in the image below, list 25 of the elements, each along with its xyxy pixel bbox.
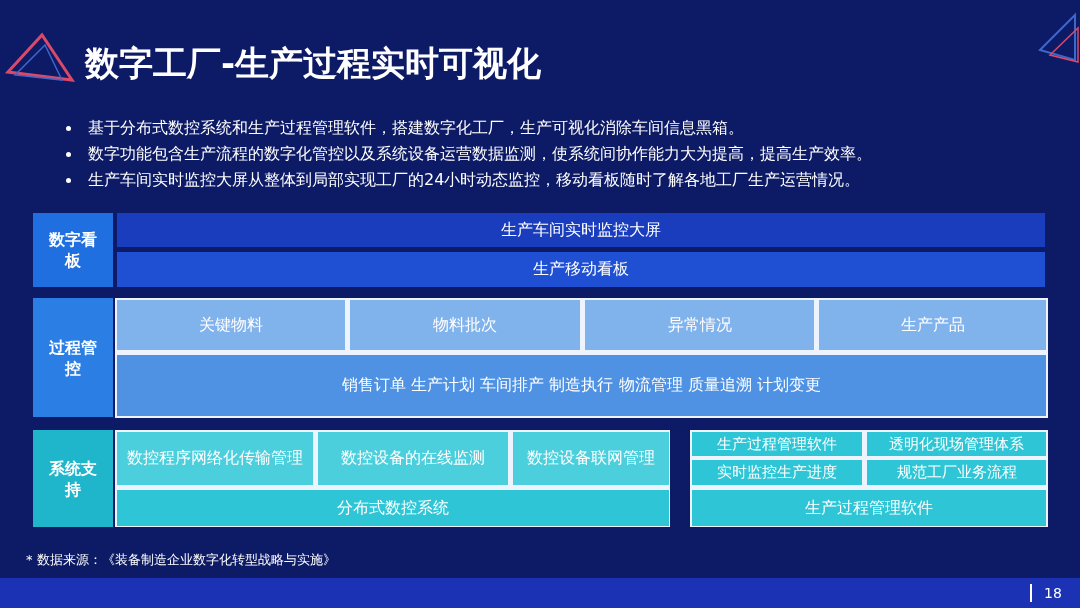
module-box: 分布式数控系统 <box>117 490 669 526</box>
bullet-text: 基于分布式数控系统和生产过程管理软件，搭建数字化工厂，生产可视化消除车间信息黑箱。 <box>88 117 744 139</box>
module-box: 销售订单 生产计划 车间排产 制造执行 物流管理 质量追溯 计划变更 <box>117 355 1046 416</box>
module-box: 物料批次 <box>350 300 580 350</box>
module-box: 实时监控生产进度 <box>692 460 862 485</box>
module-box: 生产车间实时监控大屏 <box>117 213 1045 247</box>
module-box: 异常情况 <box>585 300 814 350</box>
module-box: 数控设备的在线监测 <box>318 432 508 485</box>
source-note: * 数据来源：《装备制造企业数字化转型战略与实施》 <box>26 551 336 569</box>
section-label: 过程管控 <box>33 298 113 417</box>
page-number: 18 <box>1044 584 1062 603</box>
bullet-text: 生产车间实时监控大屏从整体到局部实现工厂的24小时动态监控，移动看板随时了解各地工厂生产运营情况。 <box>88 169 861 191</box>
module-box: 规范工厂业务流程 <box>867 460 1046 485</box>
module-box: 关键物料 <box>117 300 345 350</box>
section-label: 数字看板 <box>33 213 113 287</box>
module-box: 生产移动看板 <box>117 252 1045 287</box>
module-box: 透明化现场管理体系 <box>867 432 1046 456</box>
bullet-text: 数字功能包含生产流程的数字化管控以及系统设备运营数据监测，使系统间协作能力大为提高，提高生产效率。 <box>88 143 872 165</box>
section-label: 系统支持 <box>33 430 113 527</box>
module-box: 生产产品 <box>819 300 1046 350</box>
title: 数字工厂-生产过程实时可视化 <box>85 42 542 85</box>
module-box: 生产过程管理软件 <box>692 490 1046 526</box>
module-box: 生产过程管理软件 <box>692 432 862 456</box>
module-box: 数控设备联网管理 <box>513 432 669 485</box>
module-box: 数控程序网络化传输管理 <box>117 432 313 485</box>
